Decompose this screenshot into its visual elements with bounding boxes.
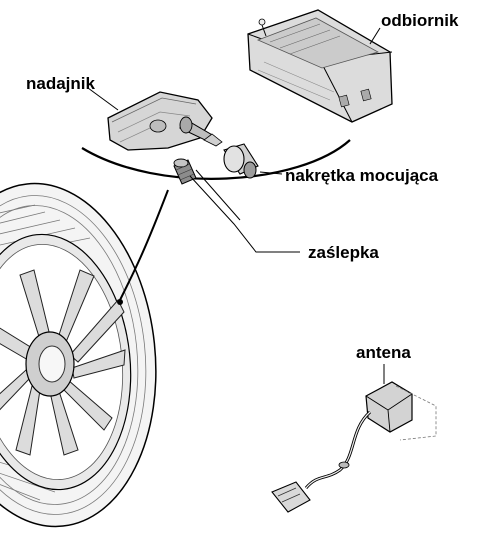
cap-label: zaślepka bbox=[308, 243, 379, 262]
antenna-drawing bbox=[271, 364, 437, 513]
receiver-module-drawing bbox=[247, 9, 393, 123]
wheel-connector-line bbox=[119, 189, 169, 301]
valve-cap-drawing bbox=[173, 158, 197, 185]
leader-lines bbox=[87, 27, 381, 253]
mounting-nut-label: nakrętka mocująca bbox=[285, 166, 439, 185]
receiver-label: odbiornik bbox=[381, 11, 459, 30]
tpms-sensor-drawing bbox=[107, 91, 223, 151]
wheel-arc-line bbox=[81, 139, 351, 180]
wheel-drawing bbox=[0, 182, 157, 528]
transmitter-label: nadajnik bbox=[26, 74, 95, 93]
nut-drawing bbox=[223, 143, 259, 179]
antenna-label: antena bbox=[356, 343, 411, 362]
